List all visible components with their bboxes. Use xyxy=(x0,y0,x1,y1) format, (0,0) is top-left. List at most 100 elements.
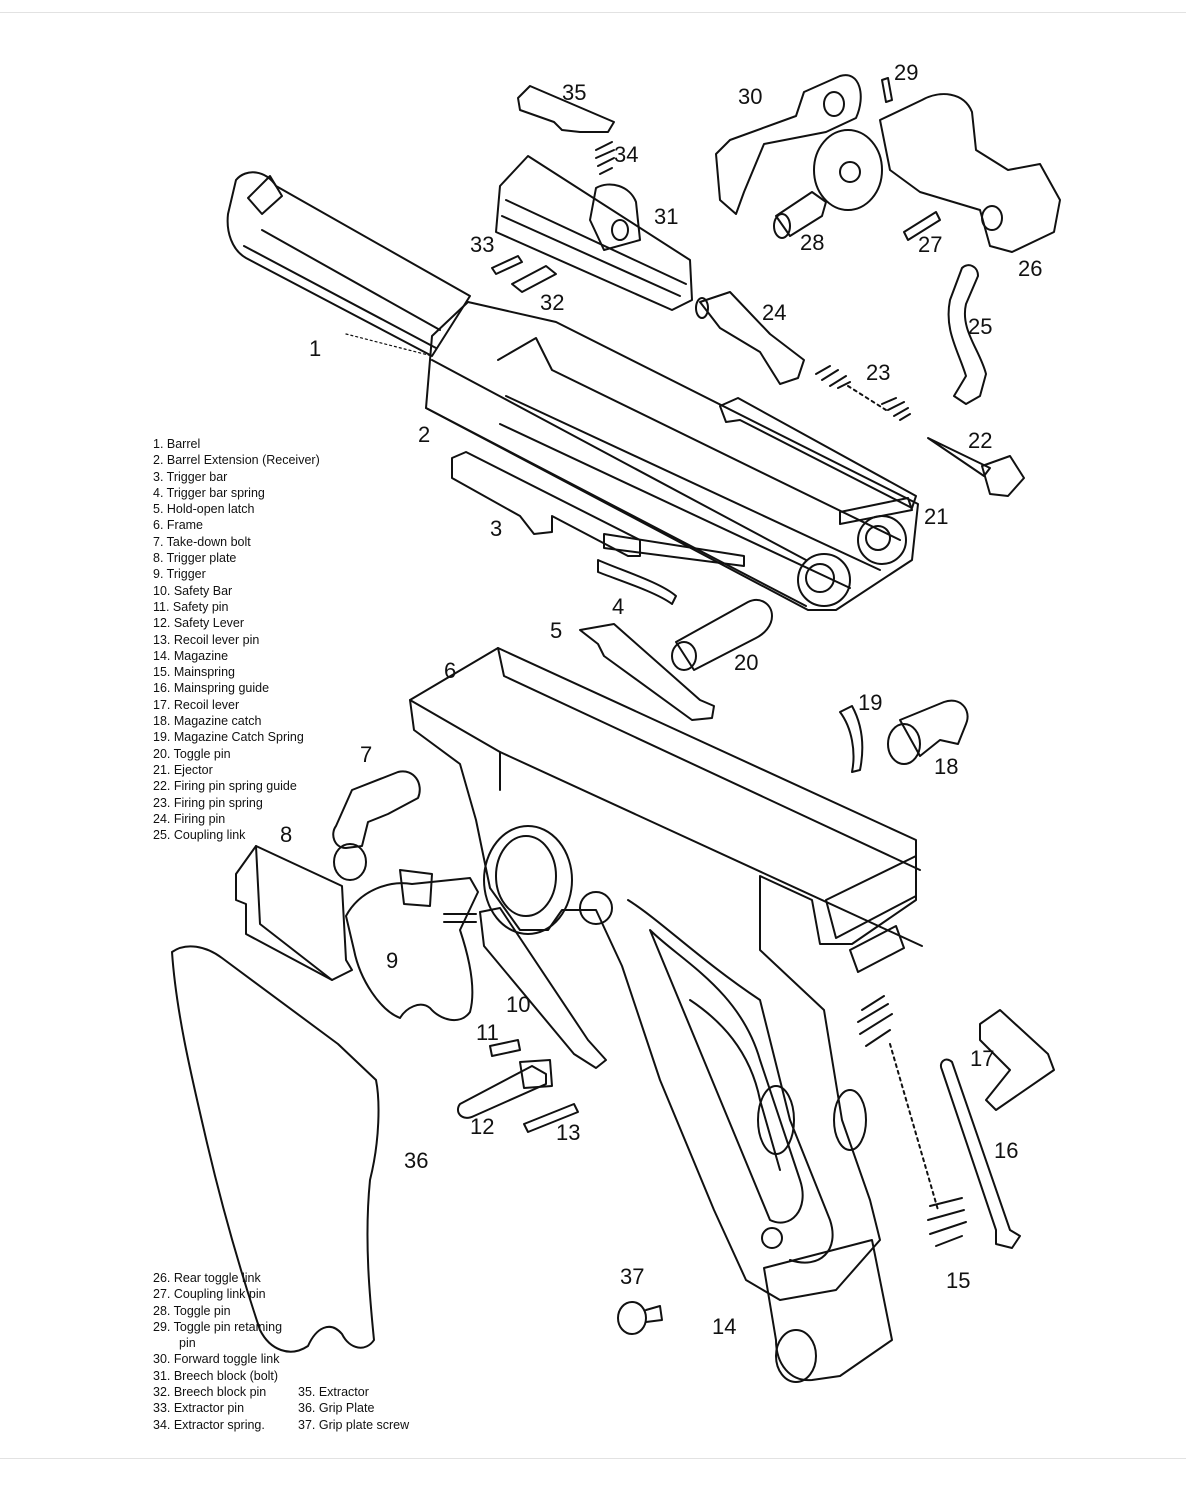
parts-legend-top: 1. Barrel 2. Barrel Extension (Receiver)… xyxy=(153,436,320,843)
firing-pin-spring-guide-part xyxy=(927,437,1025,497)
breech-block-part xyxy=(495,155,693,311)
callout-16: 16 xyxy=(994,1138,1019,1163)
callout-26: 26 xyxy=(1018,256,1043,281)
legend-item: 32. Breech block pin xyxy=(153,1385,267,1400)
legend-item: 2. Barrel Extension (Receiver) xyxy=(153,453,320,468)
callout-8: 8 xyxy=(280,822,293,847)
safety-pin-part xyxy=(489,1039,521,1057)
extractor-pin-part xyxy=(491,255,523,275)
ejector-part xyxy=(719,397,917,509)
callout-7: 7 xyxy=(360,742,373,767)
legend-item: 25. Coupling link xyxy=(153,828,246,843)
magazine-catch-part xyxy=(887,699,969,765)
callout-11: 11 xyxy=(476,1020,499,1045)
callout-20: 20 xyxy=(734,650,759,675)
callout-6: 6 xyxy=(444,658,457,683)
callout-21: 21 xyxy=(924,504,949,529)
legend-item: 34. Extractor spring. xyxy=(153,1417,265,1432)
safety-lever-part xyxy=(456,1059,553,1119)
legend-item: 12. Safety Lever xyxy=(153,616,245,631)
trigger-bar-part xyxy=(451,451,745,567)
legend-item: 15. Mainspring xyxy=(153,665,235,680)
leader-lines xyxy=(345,333,433,357)
legend-item: 19. Magazine Catch Spring xyxy=(153,730,304,745)
legend-item: 9. Trigger xyxy=(153,567,206,582)
parts-legend-bottom-right: 35. Extractor 36. Grip Plate 37. Grip pl… xyxy=(298,1384,409,1433)
toggle-pin-retaining-pin-part xyxy=(881,77,893,103)
barrel-part xyxy=(226,171,471,357)
legend-item: 18. Magazine catch xyxy=(153,714,262,729)
legend-item: 27. Coupling link pin xyxy=(153,1287,266,1302)
recoil-lever-part xyxy=(979,1009,1055,1111)
trigger-bar-spring-part xyxy=(597,559,677,605)
legend-item: 13. Recoil lever pin xyxy=(153,632,260,647)
legend-item: 21. Ejector xyxy=(153,762,213,777)
legend-item: 8. Trigger plate xyxy=(153,551,237,566)
coupling-link-pin-part xyxy=(903,211,941,241)
toggle-pin-short-part xyxy=(773,191,827,239)
bottom-divider xyxy=(0,1458,1186,1459)
legend-item: 29. Toggle pin retaining xyxy=(153,1319,283,1334)
firing-pin-part xyxy=(695,291,805,385)
breech-block-pin-part xyxy=(511,265,557,293)
callout-5: 5 xyxy=(550,618,563,643)
grip-plate-screw-part xyxy=(617,1301,663,1335)
rear-toggle-link-part xyxy=(813,93,1061,253)
legend-item: 4. Trigger bar spring xyxy=(153,485,265,500)
legend-item: 22. Firing pin spring guide xyxy=(153,779,297,794)
legend-item: 11. Safety pin xyxy=(153,599,229,614)
parts-legend-bottom-left: 26. Rear toggle link 27. Coupling link p… xyxy=(153,1270,282,1433)
legend-item: 30. Forward toggle link xyxy=(153,1352,280,1367)
extractor-spring-part xyxy=(595,141,615,175)
callout-36: 36 xyxy=(404,1148,429,1173)
magazine-part xyxy=(763,1239,893,1383)
mainspring-guide-part xyxy=(940,1058,1021,1249)
diagram-sheet xyxy=(122,14,1092,1456)
grip-plate-part xyxy=(171,945,380,1353)
legend-item: 7. Take-down bolt xyxy=(153,534,251,549)
callout-25: 25 xyxy=(968,314,993,339)
callout-24: 24 xyxy=(762,300,787,325)
callout-10: 10 xyxy=(506,992,531,1017)
safety-bar-part xyxy=(479,907,607,1069)
legend-item-continuation: pin xyxy=(179,1336,196,1351)
legend-item: 16. Mainspring guide xyxy=(153,681,270,696)
callout-37: 37 xyxy=(620,1264,645,1289)
receiver-part xyxy=(425,301,919,611)
callout-18: 18 xyxy=(934,754,959,779)
callout-29: 29 xyxy=(894,60,919,85)
legend-item: 37. Grip plate screw xyxy=(298,1417,410,1432)
firing-pin-spring-part xyxy=(815,365,911,421)
legend-item: 31. Breech block (bolt) xyxy=(153,1368,279,1383)
callout-35: 35 xyxy=(562,80,587,105)
legend-item: 36. Grip Plate xyxy=(298,1401,375,1416)
top-divider xyxy=(0,12,1186,13)
hold-open-latch-part xyxy=(579,623,715,721)
legend-item: 33. Extractor pin xyxy=(153,1401,245,1416)
callout-30: 30 xyxy=(738,84,763,109)
coupling-link-part xyxy=(947,264,987,405)
callout-9: 9 xyxy=(386,948,399,973)
legend-item: 26. Rear toggle link xyxy=(153,1271,261,1285)
callout-2: 2 xyxy=(418,422,431,447)
legend-item: 20. Toggle pin xyxy=(153,746,231,761)
callout-28: 28 xyxy=(800,230,825,255)
mainspring-part xyxy=(857,995,967,1247)
callout-3: 3 xyxy=(490,516,503,541)
callout-19: 19 xyxy=(858,690,883,715)
take-down-bolt-part xyxy=(332,770,421,881)
callout-22: 22 xyxy=(968,428,993,453)
legend-item: 3. Trigger bar xyxy=(153,469,228,484)
callout-34: 34 xyxy=(614,142,639,167)
trigger-plate-part xyxy=(235,845,353,981)
callout-13: 13 xyxy=(556,1120,581,1145)
legend-item: 6. Frame xyxy=(153,518,204,533)
callout-23: 23 xyxy=(866,360,891,385)
callout-4: 4 xyxy=(612,594,625,619)
legend-item: 1. Barrel xyxy=(153,437,201,451)
extractor-part xyxy=(517,85,615,133)
callout-32: 32 xyxy=(540,290,565,315)
legend-item: 14. Magazine xyxy=(153,648,229,663)
forward-toggle-link-part xyxy=(715,74,862,215)
